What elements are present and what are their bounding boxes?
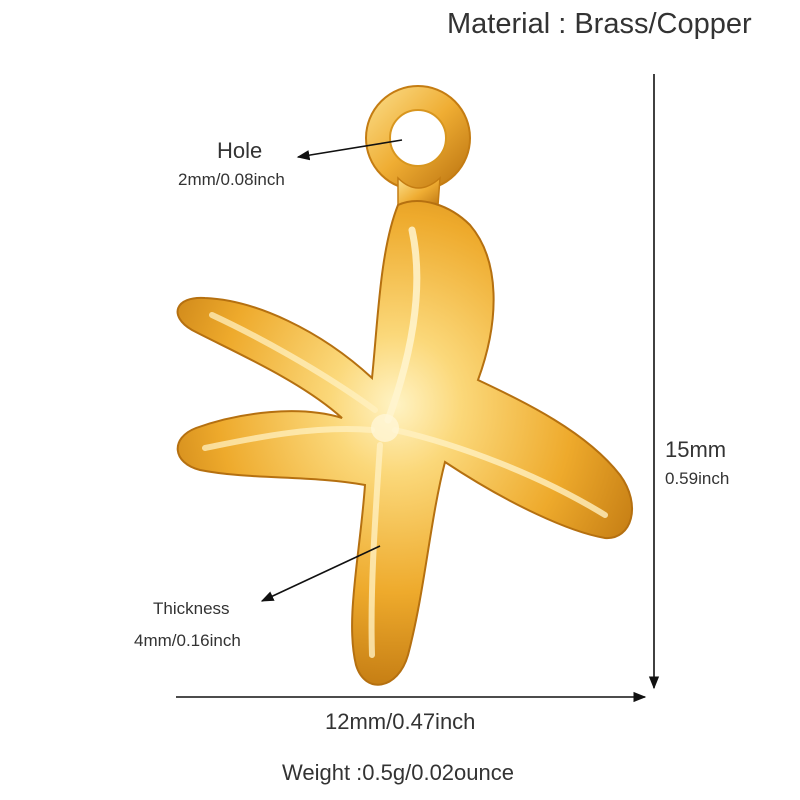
hole-arrow-icon (296, 139, 403, 161)
weight-label: Weight :0.5g/0.02ounce (282, 760, 514, 785)
width-label: 12mm/0.47inch (325, 709, 476, 734)
starfish-pendant-icon (176, 85, 634, 686)
hole-size: 2mm/0.08inch (178, 170, 285, 189)
material-label: Material : Brass/Copper (447, 8, 752, 40)
height-mm-label: 15mm (665, 437, 727, 462)
height-inch-label: 0.59inch (665, 469, 730, 488)
thickness-arrow-icon (260, 545, 381, 602)
thickness-size: 4mm/0.16inch (134, 631, 241, 650)
thickness-label: Thickness (153, 599, 230, 618)
hole-label: Hole (217, 138, 263, 163)
